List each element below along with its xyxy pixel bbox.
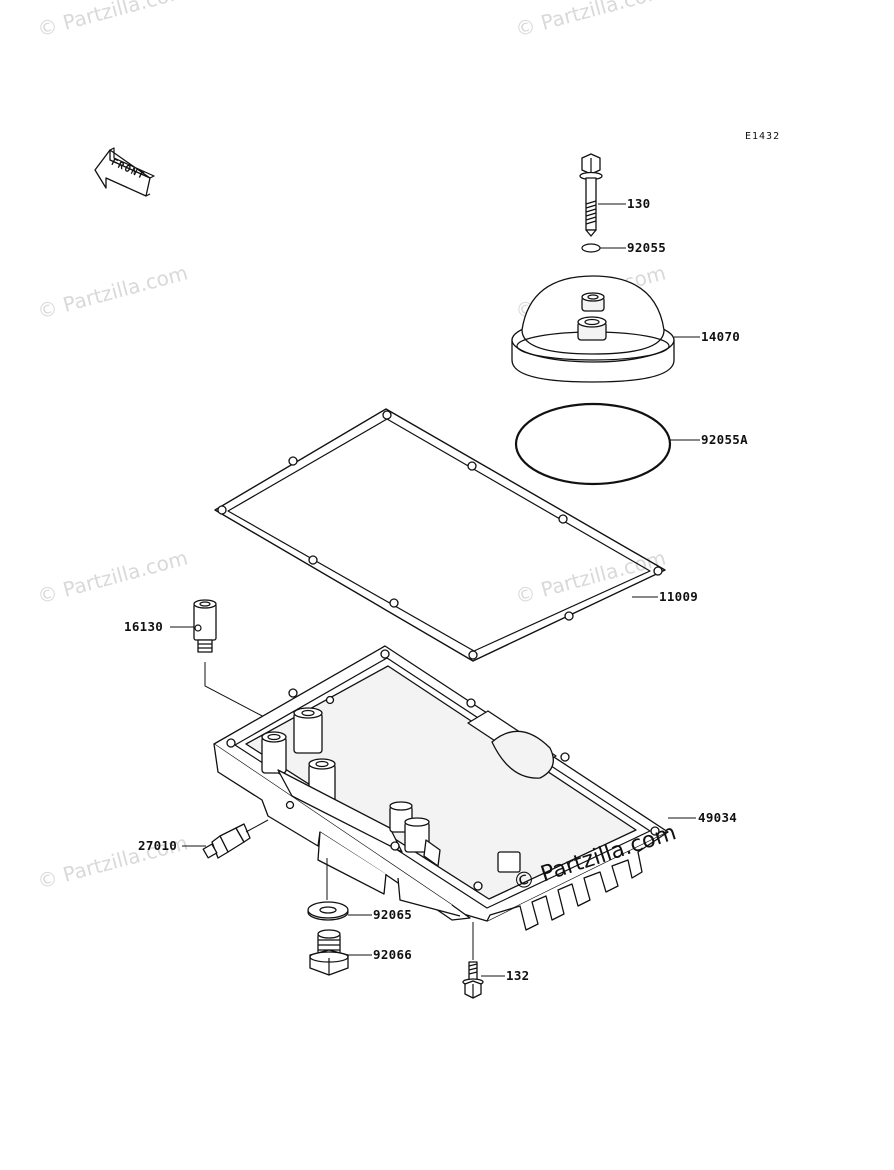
part-number-label[interactable]: 130	[627, 196, 651, 211]
bolt-132-drawing	[462, 961, 484, 999]
part-number-label[interactable]: 132	[506, 968, 530, 983]
part-number-label[interactable]: 14070	[701, 329, 741, 344]
oring-92055-drawing	[581, 243, 601, 253]
part-number-label[interactable]: 27010	[138, 838, 178, 853]
washer-92065-drawing	[307, 901, 349, 921]
part-number-label[interactable]: 16130	[124, 619, 164, 634]
oring-92055a-drawing	[514, 402, 672, 486]
gasket-11009-drawing	[214, 408, 666, 662]
bolt-130-drawing	[579, 153, 603, 237]
part-number-label[interactable]: 92066	[373, 947, 413, 962]
front-arrow-icon	[94, 147, 155, 197]
fitting-16130-drawing	[193, 599, 217, 653]
leader-line	[245, 819, 269, 833]
plug-92066-drawing	[309, 929, 349, 976]
pan-49034-drawing	[213, 645, 669, 931]
part-number-label[interactable]: 92055A	[701, 432, 748, 447]
diagram-code: E1432	[745, 131, 781, 142]
part-number-label[interactable]: 49034	[698, 810, 738, 825]
part-number-label[interactable]: 92065	[373, 907, 413, 922]
switch-27010-drawing	[202, 823, 251, 859]
leader-line	[204, 662, 271, 721]
part-number-label[interactable]: 92055	[627, 240, 667, 255]
part-number-label[interactable]: 11009	[659, 589, 699, 604]
cover-14070-drawing	[511, 275, 675, 383]
